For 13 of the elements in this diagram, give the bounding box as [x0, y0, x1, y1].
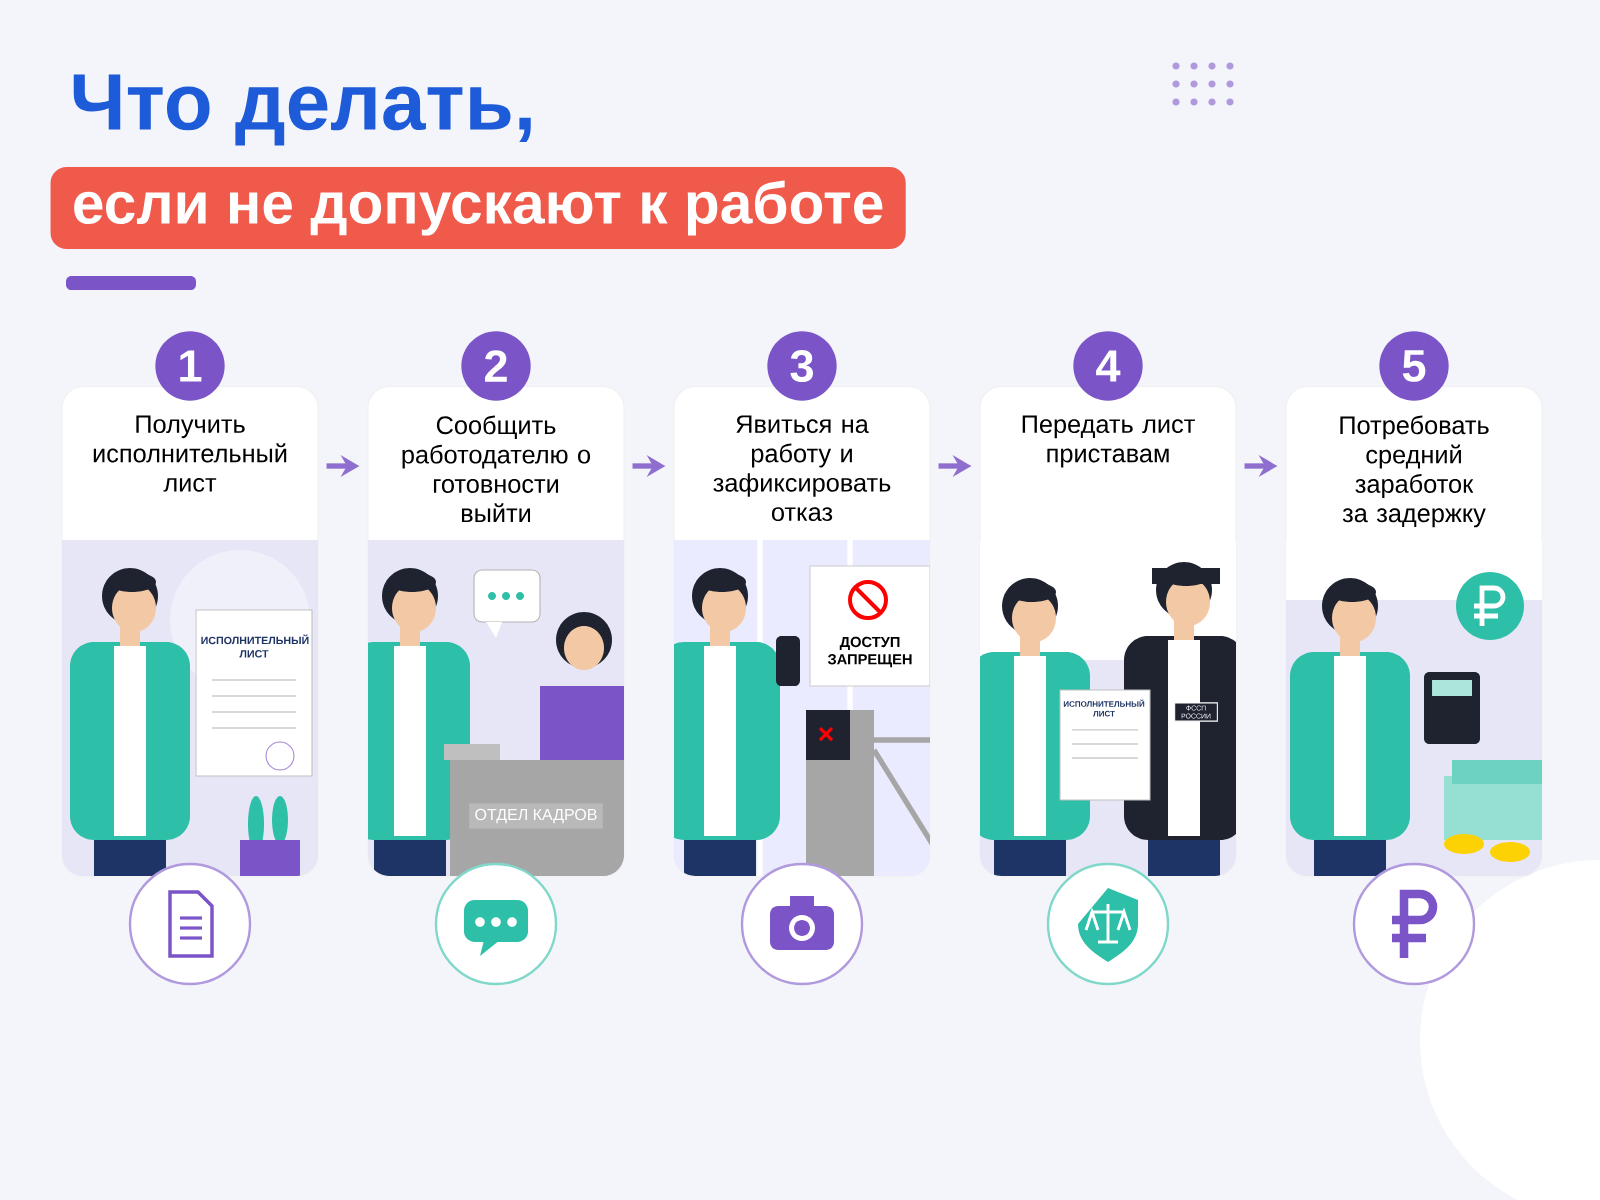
step-number: 3 — [767, 331, 837, 401]
step-text: Сообщить работодателю о готовности выйти — [402, 415, 591, 522]
step-text: Передать лист приставам — [1022, 415, 1195, 468]
step-number: 5 — [1379, 331, 1449, 401]
desk-sign: ОТДЕЛ КАДРОВ — [469, 803, 603, 829]
step-text: Потребовать средний заработок за задержку — [1340, 415, 1489, 528]
title: Что делать, — [73, 74, 531, 146]
step-number: 1 — [155, 331, 225, 401]
step-number: 4 — [1073, 331, 1143, 401]
step-text: Получить исполнительный лист — [93, 415, 287, 492]
step-text: Явиться на работу и зафиксировать отказ — [713, 415, 891, 522]
subtitle-band: если не допускают к работе — [50, 167, 906, 249]
step-number: 2 — [461, 331, 531, 401]
